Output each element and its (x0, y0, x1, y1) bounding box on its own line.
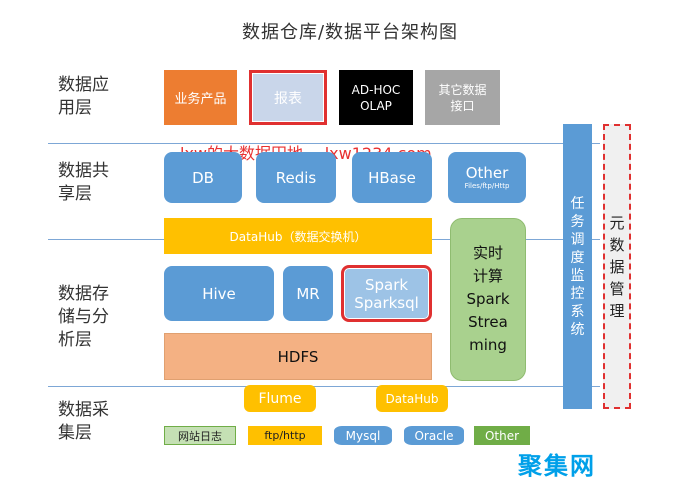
datahub-box[interactable]: DataHub (376, 385, 448, 412)
db-box[interactable]: DB (164, 152, 242, 203)
report-box[interactable]: 报表 (249, 70, 327, 125)
layer-label-storage: 数据存 储与分 析层 (58, 284, 109, 350)
layer-divider-3 (48, 386, 600, 387)
layer-divider-1 (48, 143, 600, 144)
diagram-title: 数据仓库/数据平台架构图 (241, 22, 459, 43)
hdfs-bar[interactable]: HDFS (164, 333, 432, 380)
spark-sparksql-box[interactable]: Spark Sparksql (341, 265, 432, 322)
oracle-source[interactable]: Oracle (404, 426, 464, 445)
mysql-source[interactable]: Mysql (334, 426, 392, 445)
web-log-source[interactable]: 网站日志 (164, 426, 236, 445)
site-logo: 聚集网 (518, 452, 596, 480)
realtime-compute-box[interactable]: 实时 计算 Spark Strea ming (450, 218, 526, 381)
hbase-box[interactable]: HBase (352, 152, 432, 203)
layer-label-collect: 数据采 集层 (58, 400, 109, 443)
other-storage-box[interactable]: Other Files/ftp/Http (448, 152, 526, 203)
hive-box[interactable]: Hive (164, 266, 274, 321)
business-product-box[interactable]: 业务产品 (164, 70, 237, 125)
ftp-http-source[interactable]: ftp/http (248, 426, 322, 445)
redis-box[interactable]: Redis (256, 152, 336, 203)
mr-box[interactable]: MR (283, 266, 333, 321)
metadata-management-box[interactable]: 元 数 据 管 理 (603, 124, 631, 409)
flume-box[interactable]: Flume (244, 385, 316, 412)
other-source[interactable]: Other (474, 426, 530, 445)
layer-label-share: 数据共 享层 (58, 161, 109, 204)
adhoc-olap-box[interactable]: AD-HOC OLAP (339, 70, 413, 125)
other-data-interface-box[interactable]: 其它数据 接口 (425, 70, 500, 125)
task-scheduler-monitor-bar[interactable]: 任 务 调 度 监 控 系 统 (563, 124, 592, 409)
layer-label-app: 数据应 用层 (58, 75, 109, 118)
datahub-exchange-bar[interactable]: DataHub（数据交换机） (164, 218, 432, 254)
